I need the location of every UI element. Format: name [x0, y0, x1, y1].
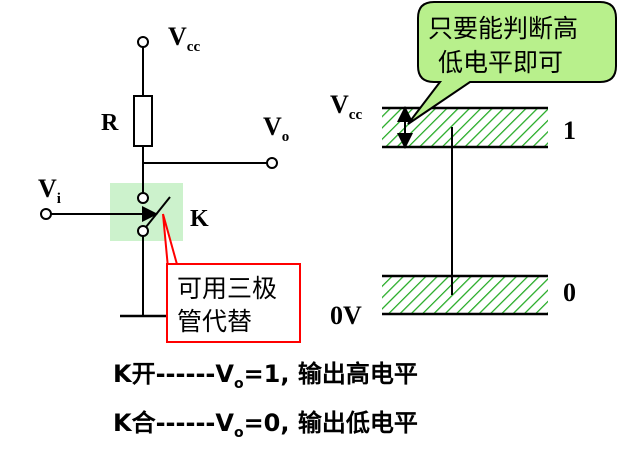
- vo-label: Vo: [263, 112, 289, 145]
- vo-terminal: [266, 157, 278, 169]
- rule-open: K开------Vo=1, 输出高电平: [113, 360, 418, 392]
- vcc-label: Vcc: [168, 22, 200, 55]
- note-line-1: 可用三极: [177, 274, 277, 303]
- callout-bubble: [407, 1, 617, 125]
- resistor-label: R: [101, 110, 119, 136]
- vi-terminal: [40, 208, 52, 220]
- vcc-terminal: [137, 36, 149, 48]
- note-line-2: 管代替: [177, 307, 252, 336]
- switch-top-contact: [137, 192, 149, 204]
- vi-label: Vi: [38, 174, 61, 207]
- level-diagram: Vcc 0V 1 0 只要能判断高 低电平即可: [330, 1, 617, 330]
- low-level-band: [382, 276, 548, 314]
- callout-line-1: 只要能判断高: [428, 14, 578, 43]
- callout-line-2: 低电平即可: [438, 48, 563, 77]
- note-box: [166, 263, 301, 343]
- low-value-label: 0: [563, 278, 576, 307]
- high-level-band: [382, 108, 548, 147]
- vcc-rail-label: Vcc: [330, 90, 362, 123]
- circuit: Vcc R Vo K Vi 可用三极: [38, 22, 301, 343]
- rule-closed: K合------Vo=0, 输出低电平: [113, 409, 418, 441]
- switch-label: K: [190, 206, 209, 232]
- resistor: [133, 95, 153, 147]
- zero-volt-label: 0V: [330, 301, 362, 330]
- rules: K开------Vo=1, 输出高电平 K合------Vo=0, 输出低电平: [113, 360, 418, 441]
- high-value-label: 1: [563, 116, 576, 145]
- switch-blade: [145, 196, 171, 228]
- switch-bottom-contact: [137, 225, 149, 237]
